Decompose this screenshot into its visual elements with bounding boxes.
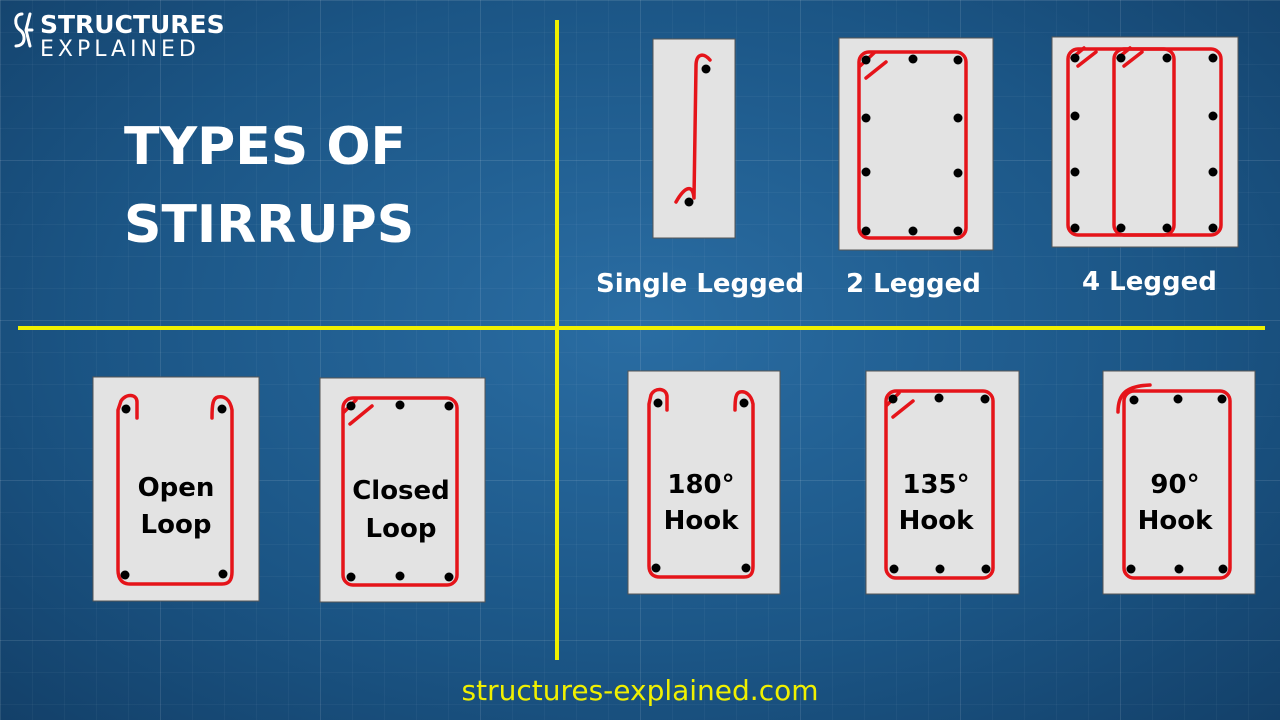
hook-icon — [1116, 383, 1152, 414]
website-url: structures-explained.com — [462, 674, 819, 707]
rebar — [861, 55, 871, 65]
caption-single-legged: Single Legged — [596, 269, 804, 299]
rebar — [651, 563, 661, 573]
rebar — [1173, 394, 1183, 404]
rebar — [1116, 53, 1126, 63]
logo: STRUCTURES EXPLAINED — [14, 10, 225, 62]
label-180-hook-2: Hook — [664, 506, 739, 536]
label-open-loop-1: Open — [138, 473, 215, 503]
caption-two-legged: 2 Legged — [846, 269, 981, 299]
rebar — [395, 571, 405, 581]
label-90-hook-2: Hook — [1138, 506, 1213, 536]
rebar — [120, 570, 130, 580]
stirrup — [1112, 47, 1223, 237]
logo-line2: EXPLAINED — [40, 37, 200, 62]
rebar — [1208, 223, 1218, 233]
open-loop-section: Open Loop — [92, 376, 260, 602]
rebar — [953, 113, 963, 123]
rebar — [934, 393, 944, 403]
stirrup — [647, 387, 755, 579]
stirrup — [884, 389, 995, 580]
rebar — [701, 64, 711, 74]
rebar — [908, 54, 918, 64]
rebar — [1217, 394, 1227, 404]
title-line1: TYPES OF — [124, 117, 406, 177]
rebar — [1116, 223, 1126, 233]
rebar — [888, 394, 898, 404]
rebar — [861, 113, 871, 123]
rebar — [935, 564, 945, 574]
rebar — [1174, 564, 1184, 574]
stirrup — [857, 50, 968, 240]
rebar — [1070, 111, 1080, 121]
label-90-hook-1: 90° — [1150, 470, 1199, 500]
rebar — [1208, 111, 1218, 121]
stirrup — [674, 53, 712, 204]
closed-loop-section: Closed Loop — [319, 377, 486, 603]
hook-180-section: 180° Hook — [627, 370, 781, 595]
rebar — [395, 400, 405, 410]
rebar — [121, 404, 131, 414]
logo-mark-icon — [14, 12, 34, 48]
rebar — [444, 572, 454, 582]
rebar — [1126, 564, 1136, 574]
rebar — [217, 404, 227, 414]
label-open-loop-2: Loop — [141, 510, 212, 540]
section-box — [1051, 36, 1239, 248]
label-180-hook-1: 180° — [667, 470, 734, 500]
rebar — [739, 398, 749, 408]
hook-90-section: 90° Hook — [1102, 370, 1256, 595]
rebar — [684, 197, 694, 207]
rebar — [346, 401, 356, 411]
rebar — [346, 572, 356, 582]
rebar — [653, 398, 663, 408]
rebar — [953, 55, 963, 65]
rebar — [861, 167, 871, 177]
logo-line1: STRUCTURES — [40, 10, 225, 39]
rebar — [1218, 564, 1228, 574]
rebar — [444, 401, 454, 411]
four-legged-section — [1051, 36, 1239, 248]
stirrup — [1122, 389, 1232, 580]
label-135-hook-1: 135° — [902, 470, 969, 500]
rebar — [980, 394, 990, 404]
rebar — [1129, 395, 1139, 405]
rebar — [1208, 167, 1218, 177]
stirrup — [341, 396, 459, 587]
rebar — [1208, 53, 1218, 63]
rebar — [889, 564, 899, 574]
rebar — [861, 226, 871, 236]
rebar — [1070, 167, 1080, 177]
rebar — [1070, 53, 1080, 63]
rebar — [953, 168, 963, 178]
title-line2: STIRRUPS — [124, 195, 414, 255]
label-closed-loop-1: Closed — [352, 476, 450, 506]
rebar — [953, 226, 963, 236]
hook-135-section: 135° Hook — [865, 370, 1020, 595]
rebar — [1162, 53, 1172, 63]
rebar — [1162, 223, 1172, 233]
label-135-hook-2: Hook — [899, 506, 974, 536]
two-legged-section — [838, 37, 994, 251]
section-box — [838, 37, 994, 251]
rebar — [1070, 223, 1080, 233]
label-closed-loop-2: Loop — [366, 514, 437, 544]
rebar — [908, 226, 918, 236]
rebar — [981, 564, 991, 574]
rebar — [741, 563, 751, 573]
caption-four-legged: 4 Legged — [1082, 267, 1217, 297]
rebar — [218, 569, 228, 579]
stirrup — [116, 393, 234, 586]
single-legged-section — [652, 38, 736, 239]
